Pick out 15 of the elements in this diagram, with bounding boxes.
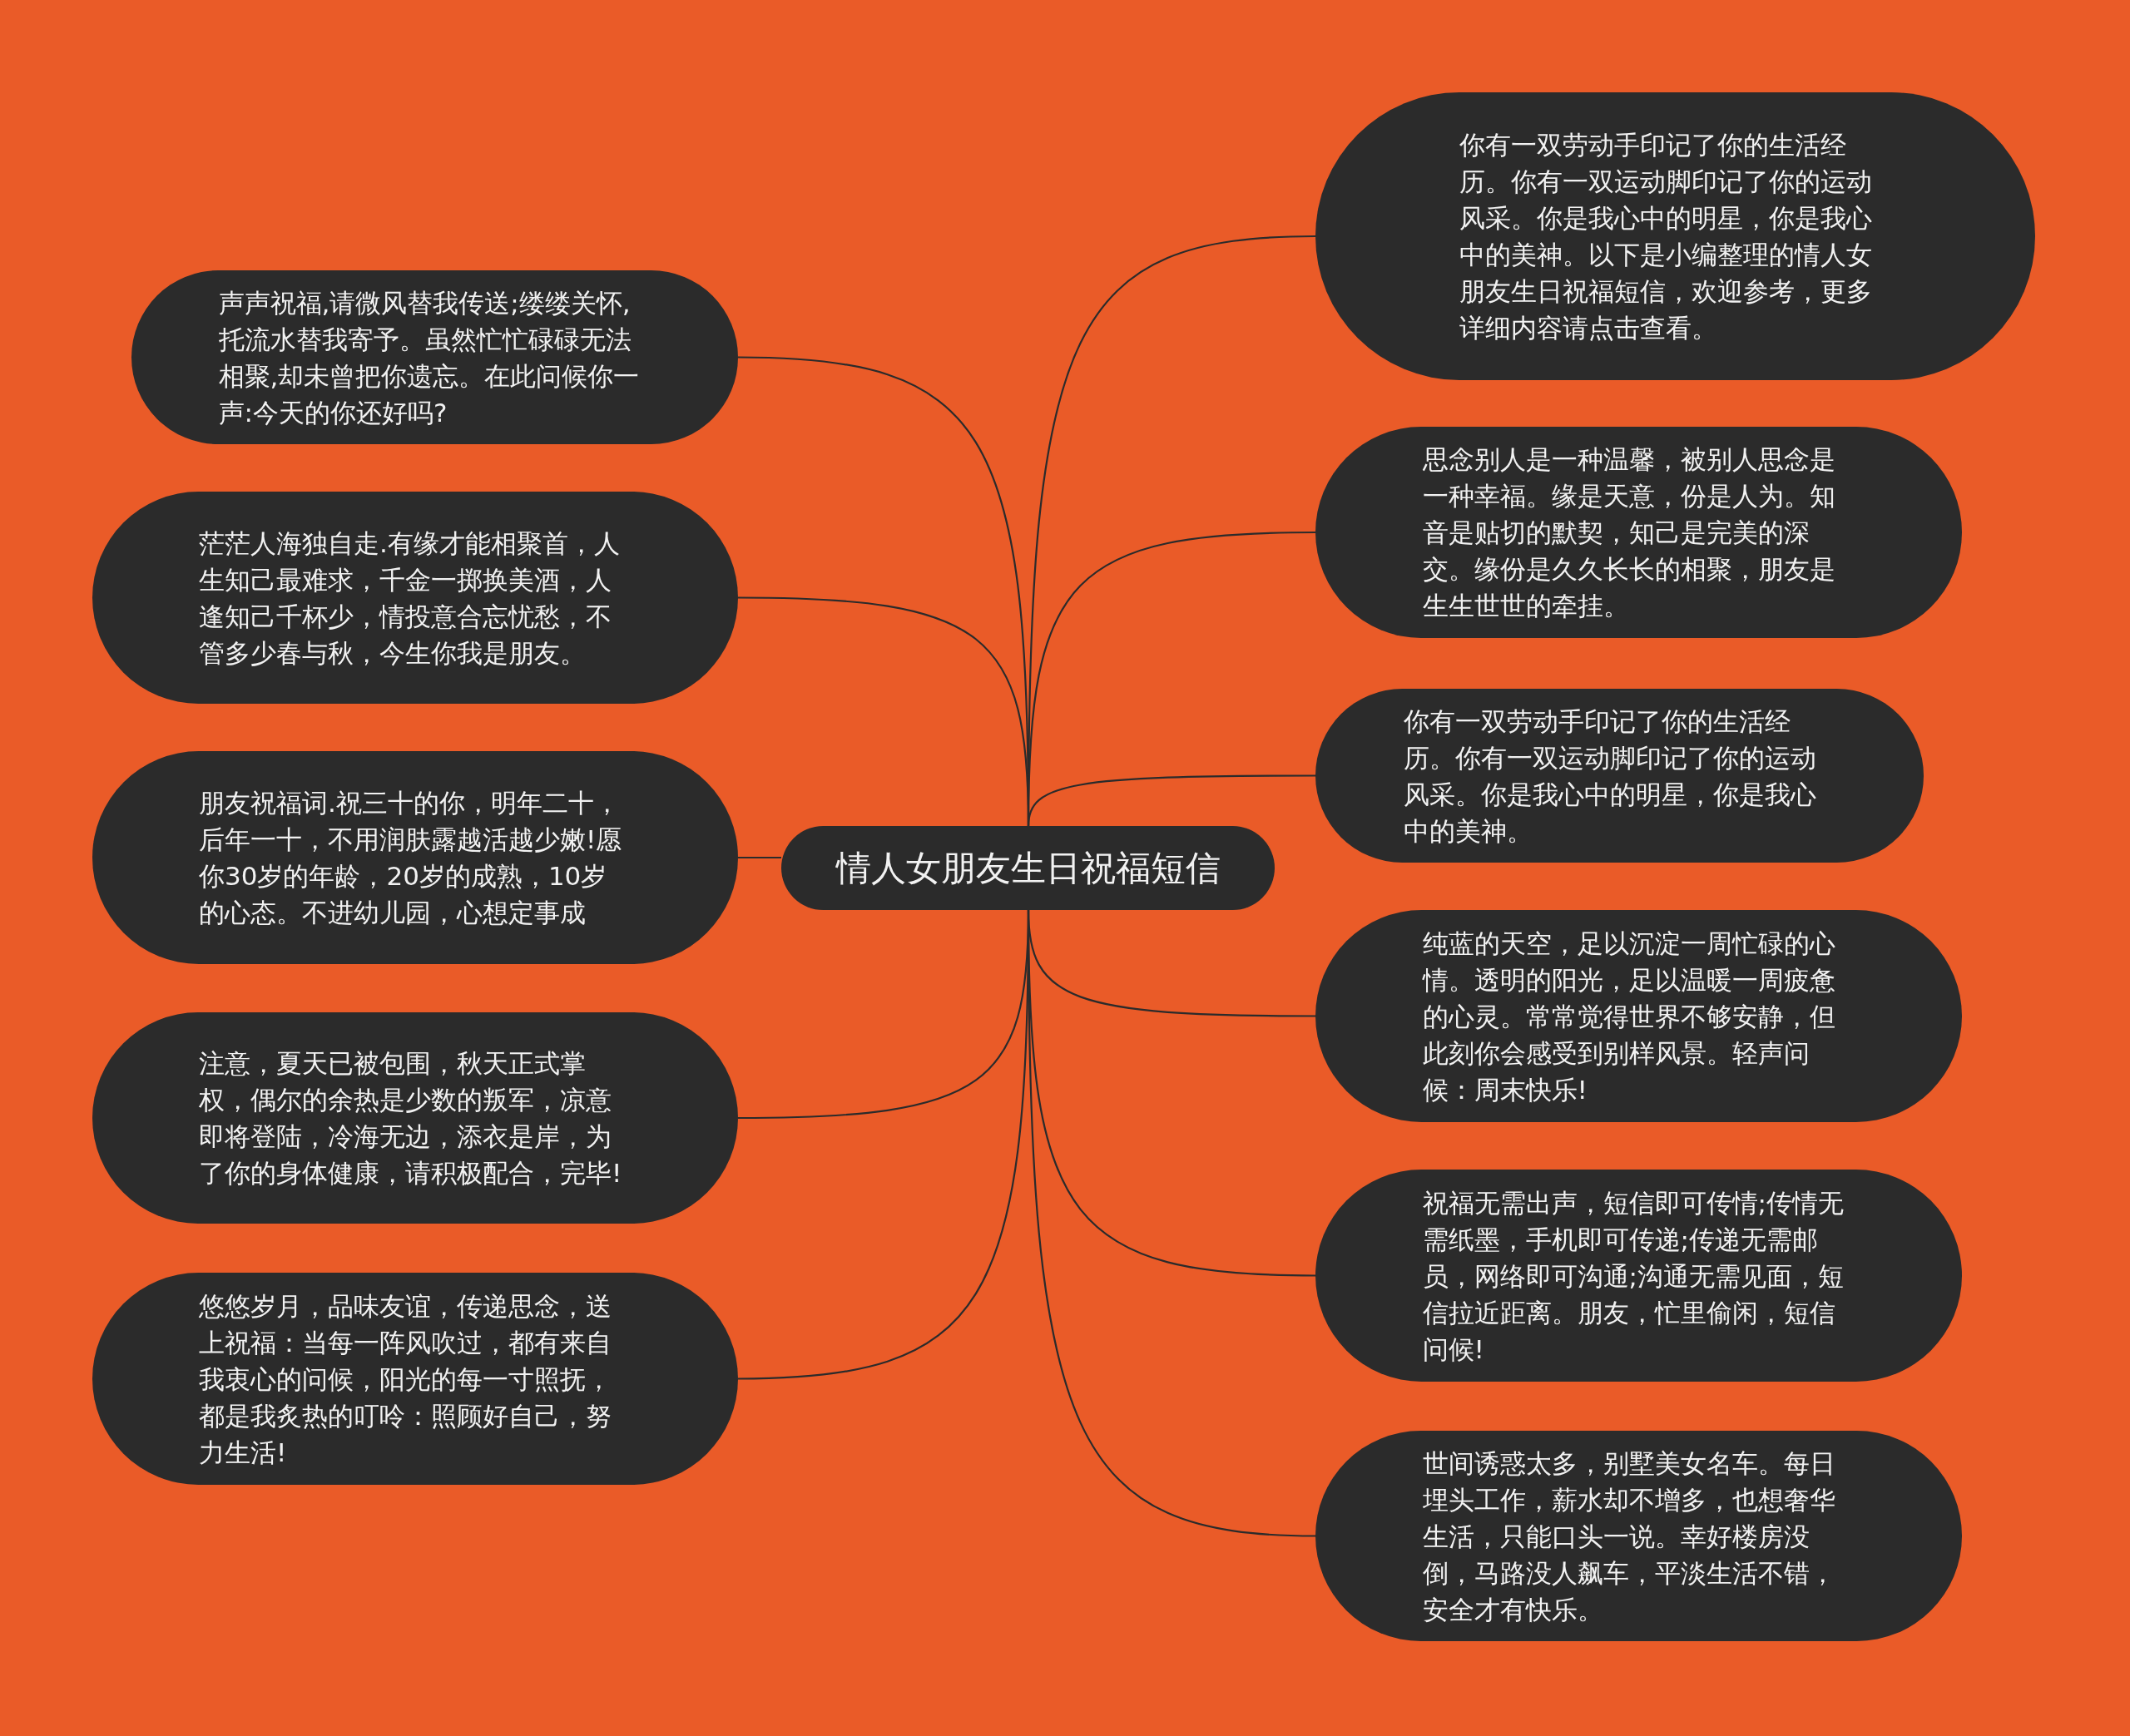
topic-text: 茫茫人海独自走.有缘才能相聚首，人生知己最难求，千金一掷换美酒，人逢知己千杯少，情投意合忘忧愁，不管多少春与秋，今生你我是朋友。 [199,527,621,670]
topic-text: 注意，夏天已被包围，秋天正式掌权，偶尔的余热是少数的叛军，凉意即将登陆，冷海无边，添衣是岸，为了你的身体健康，请积极配合，完毕! [199,1047,623,1189]
topic-text: 你有一双劳动手印记了你的生活经历。你有一双运动脚印记了你的运动风采。你是我心中的明星，你是我心中的美神。以下是小编整理的情人女朋友生日祝福短信，欢迎参考，更多详细内容请点击查看。 [1459,129,1873,344]
topic-text: 悠悠岁月，品味友谊，传递思念，送上祝福：当每一阵风吹过，都有来自我衷心的问候，阳光的每一寸照抚，都是我炙热的叮呤：照顾好自己，努力生活! [199,1289,612,1469]
topic-text: 祝福无需出声，短信即可传情;传情无需纸墨，手机即可传递;传递无需邮员，网络即可沟通;沟通无需见面，短信拉近距离。朋友，忙里偷闲，短信问候! [1422,1186,1845,1366]
topic-text: 朋友祝福词.祝三十的你，明年二十，后年一十，不用润肤露越活越少嫩!愿你30岁的年龄，20岁的成熟，10岁的心态。不进幼儿园，心想定事成 [199,787,623,929]
connector-line [1027,774,1315,827]
topic-text: 你有一双劳动手印记了你的生活经历。你有一双运动脚印记了你的运动风采。你是我心中的明星，你是我心中的美神。 [1403,705,1817,848]
topic-text: 纯蓝的天空，足以沉淀一周忙碌的心情。透明的阳光，足以温暖一周疲惫的心灵。常常觉得世界不够安静，但此刻你会感受到别样风景。轻声问候：周末快乐! [1422,927,1836,1106]
connector-line [738,856,781,859]
topic-text: 世间诱惑太多，别墅美女名车。每日埋头工作，薪水却不增多，也想奢华生活，只能口头一说。幸好楼房没倒，马路没人飙车，平淡生活不错，安全才有快乐。 [1422,1447,1836,1626]
central-topic-text: 情人女朋友生日祝福短信 [835,846,1221,890]
topic-text: 声声祝福,请微风替我传送;缕缕关怀,托流水替我寄予。虽然忙忙碌碌无法相聚,却未曾把你遗忘。在此问候你一声:今天的你还好吗? [218,286,641,429]
connector-line [1027,910,1316,1537]
topic-text: 思念别人是一种温馨，被别人思念是一种幸福。缘是天意，份是人为。知音是贴切的默契，知己是完美的深交。缘份是久久长长的相聚，朋友是生生世世的牵挂。 [1422,443,1836,622]
